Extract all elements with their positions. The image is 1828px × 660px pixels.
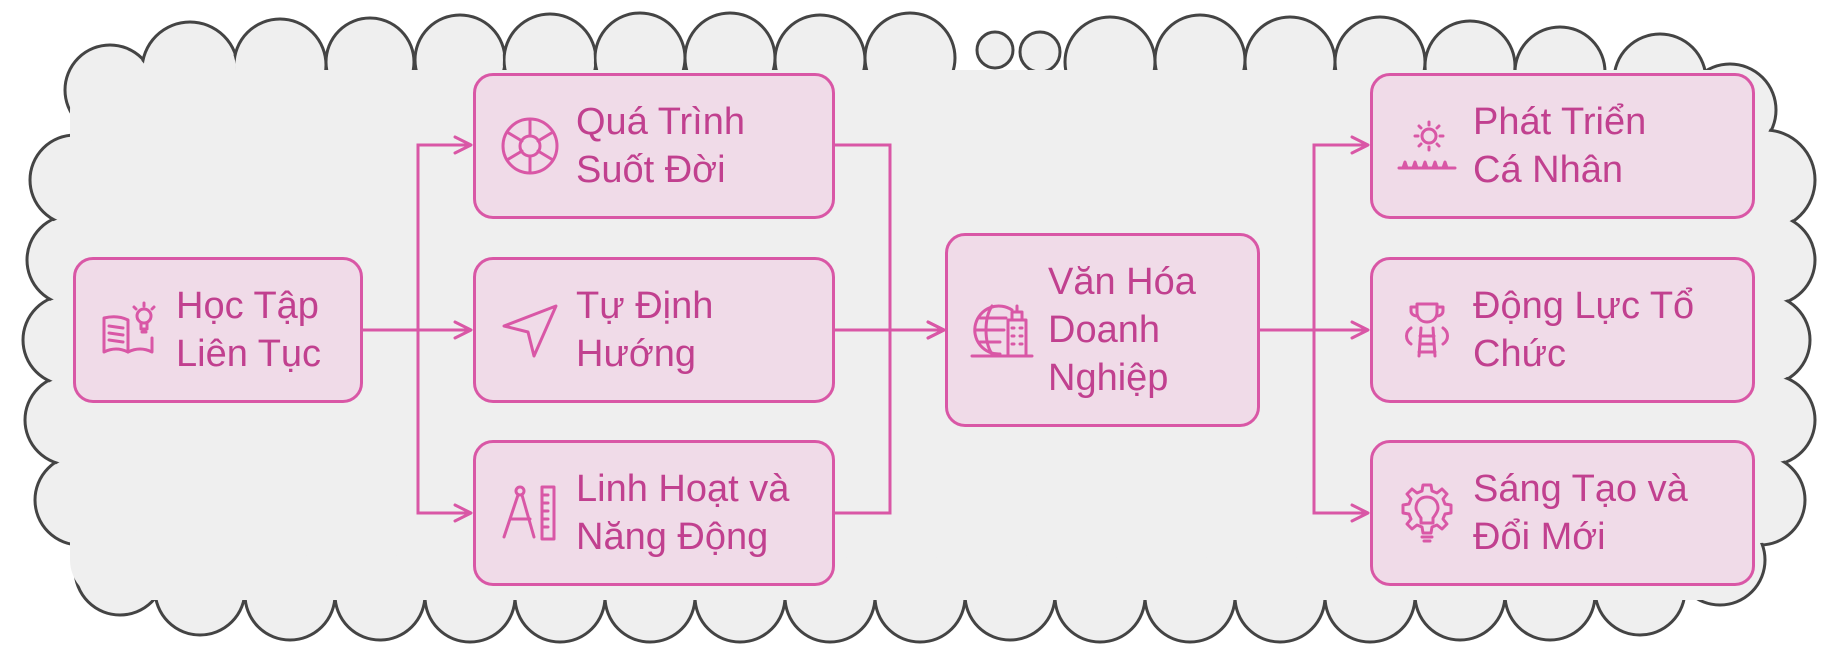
node-qua-trinh-suot-doi: Quá Trình Suốt Đời [473,73,835,219]
connectors [362,135,1370,523]
lightbulb-gear-icon [1401,483,1453,543]
node-label: Tự Định Hướng [576,285,714,375]
node-label: Quá Trình Suốt Đời [576,101,745,191]
cycle-icon [501,117,559,175]
node-label: Phát Triển Cá Nhân [1473,101,1647,191]
connector-vanhoa-sangtao [1312,330,1370,523]
node-label: Động Lực Tổ Chức [1473,285,1695,375]
node-sang-tao-doi-moi: Sáng Tạo và Đổi Mới [1370,440,1755,586]
node-label: Linh Hoạt và Năng Động [576,468,790,558]
node-van-hoa-doanh-nghiep: Văn Hóa Doanh Nghiệp [945,233,1260,427]
node-tu-dinh-huong: Tự Định Hướng [473,257,835,403]
cloud-background [21,11,1817,644]
node-label: Sáng Tạo và Đổi Mới [1473,468,1688,558]
connector-linhhoat-vanhoa [834,330,892,515]
sun-grass-icon [1397,120,1457,170]
node-label: Học Tập Liên Tục [176,285,322,375]
compass-ruler-icon [502,485,556,541]
node-dong-luc-to-chuc: Động Lực Tổ Chức [1370,257,1755,403]
globe-building-icon [970,304,1034,358]
book-lightbulb-icon [102,301,156,354]
navigation-arrow-icon [502,304,558,358]
node-hoc-tap-lien-tuc: Học Tập Liên Tục [73,257,363,403]
node-label: Văn Hóa Doanh Nghiệp [1048,261,1196,399]
node-linh-hoat-nang-dong: Linh Hoạt và Năng Động [473,440,835,586]
trophy-ladder-icon [1405,302,1449,358]
node-phat-trien-ca-nhan: Phát Triển Cá Nhân [1370,73,1755,219]
connector-hoctap-linhhoat [416,330,473,523]
